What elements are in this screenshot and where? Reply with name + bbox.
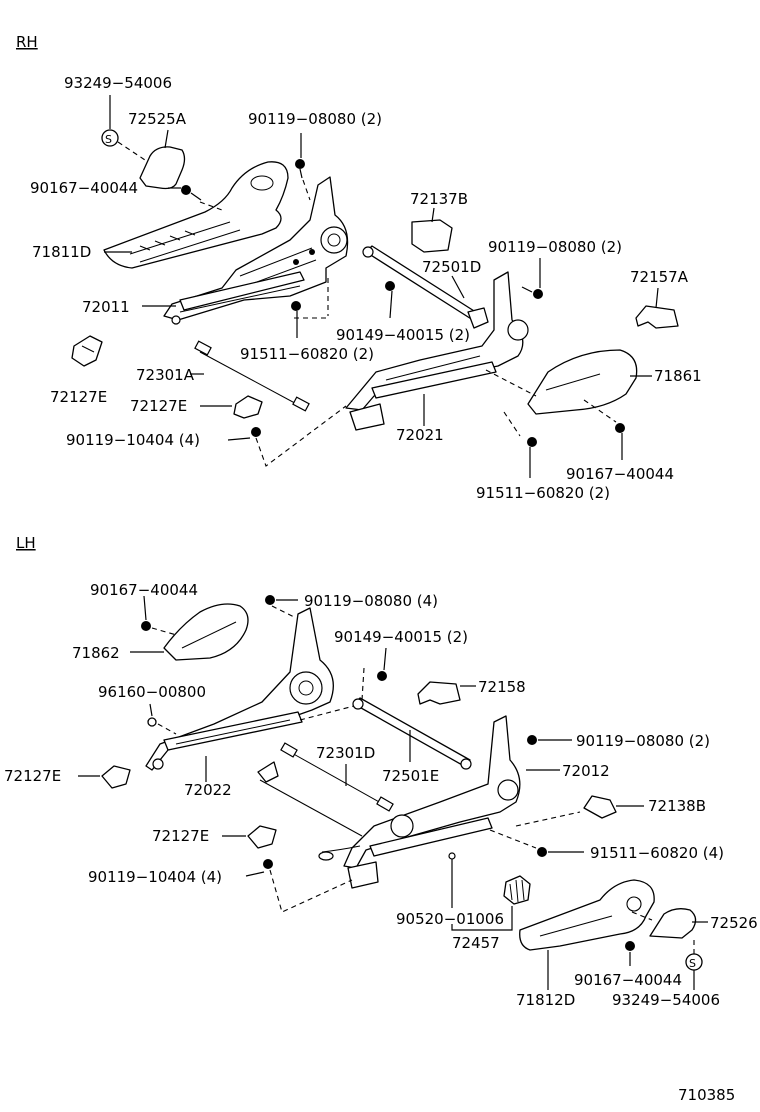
rh-section: S — [71, 95, 679, 478]
rh-label-72127e-b: 72127E — [130, 397, 187, 415]
rh-label-90119-08080-right: 90119−08080 (2) — [488, 238, 622, 256]
lh-knob-72457-icon — [503, 875, 531, 905]
rh-label-91511-60820-a: 91511−60820 (2) — [240, 345, 374, 363]
lh-part-labels: 90167−40044 90119−08080 (4) 90149−40015 … — [4, 581, 758, 1009]
lh-label-90167-40044-bottom: 90167−40044 — [574, 971, 682, 989]
rh-label-90167-40044-right: 90167−40044 — [566, 465, 674, 483]
rh-label-71861: 71861 — [654, 367, 702, 385]
lh-label-72301d: 72301D — [316, 744, 375, 762]
rh-release-cable-72301a — [194, 340, 310, 412]
lh-label-96160-00800: 96160−00800 — [98, 683, 206, 701]
lh-label-72012: 72012 — [562, 762, 610, 780]
lh-clip-96160-icon — [147, 717, 157, 727]
lh-clip-72127e-a — [101, 765, 131, 789]
lh-label-72501e: 72501E — [382, 767, 439, 785]
rh-bolt-90119-right-icon — [521, 286, 543, 299]
lh-seat-track-72022 — [145, 607, 334, 771]
rh-bolt-91511-a-icon — [291, 301, 301, 311]
lh-clip-72127e-b — [247, 825, 277, 849]
lh-label-72127e-b: 72127E — [152, 827, 209, 845]
lh-label-90119-10404: 90119−10404 (4) — [88, 868, 222, 886]
lh-bolt-90167-top-icon — [141, 621, 151, 631]
rh-washer-s-icon: S — [101, 129, 119, 147]
lh-bolt-91511-icon — [537, 847, 547, 857]
rh-bolt-90167-right-icon — [615, 423, 625, 433]
rh-knob-cover-72525a — [139, 146, 186, 190]
lh-label-90119-08080-4: 90119−08080 (4) — [304, 592, 438, 610]
lh-bolt-90119-right-icon — [527, 735, 537, 745]
lh-label-72158: 72158 — [478, 678, 526, 696]
rh-label-72301a: 72301A — [136, 366, 195, 384]
figure-number: 710385 — [678, 1086, 735, 1104]
rh-outer-cover-71811d — [103, 161, 289, 269]
lh-nut-90149-icon — [377, 671, 387, 681]
lh-bolt-90119-10404-icon — [263, 859, 273, 869]
lh-bracket-72138b — [583, 795, 617, 819]
lh-label-91511-60820-4: 91511−60820 (4) — [590, 844, 724, 862]
rh-label-90119-10404: 90119−10404 (4) — [66, 431, 200, 449]
lh-label-72526: 72526 — [710, 914, 758, 932]
lh-label-72457: 72457 — [452, 934, 500, 952]
rh-washer-mark: S — [105, 133, 112, 146]
section-label-lh: LH — [16, 534, 36, 552]
rh-bolt-91511-b-icon — [527, 437, 537, 447]
section-label-rh: RH — [16, 33, 38, 51]
lh-knob-cover-72526 — [649, 908, 697, 939]
lh-label-90119-08080-2: 90119−08080 (2) — [576, 732, 710, 750]
rh-label-91511-60820-b: 91511−60820 (2) — [476, 484, 610, 502]
lh-seat-track-72012 — [257, 715, 521, 889]
lh-cover-rail-71812d — [519, 879, 655, 951]
rh-label-93249-54006: 93249−54006 — [64, 74, 172, 92]
rh-outer-cover-71861 — [527, 349, 638, 415]
rh-seat-track-72021 — [345, 271, 529, 431]
rh-bracket-72157a — [635, 305, 679, 329]
rh-label-90167-40044-left: 90167−40044 — [30, 179, 138, 197]
lh-label-90149-40015: 90149−40015 (2) — [334, 628, 468, 646]
lh-label-71812d: 71812D — [516, 991, 575, 1009]
lh-label-71862: 71862 — [72, 644, 120, 662]
rh-nut-90149-icon — [385, 281, 395, 291]
lh-bolt-90119-top-icon — [265, 595, 275, 605]
rh-label-72137b: 72137B — [410, 190, 468, 208]
rh-clip-72127e-b — [233, 395, 263, 419]
rh-bolt-90119-top-icon — [295, 159, 305, 179]
lh-label-90167-40044-top: 90167−40044 — [90, 581, 198, 599]
rh-connecting-rod-72501d — [362, 245, 489, 329]
rh-stopper-72137b — [411, 219, 453, 253]
rh-seat-track-72011 — [163, 176, 349, 325]
rh-label-90149-40015: 90149−40015 (2) — [336, 326, 470, 344]
rh-clip-72127e-a — [71, 335, 103, 367]
lh-bolt-90167-bottom-icon — [625, 941, 635, 951]
lh-section: S — [78, 595, 708, 990]
rh-label-72127e-a: 72127E — [50, 388, 107, 406]
rh-label-90119-08080-top: 90119−08080 (2) — [248, 110, 382, 128]
lh-release-cable-72301d — [280, 742, 394, 812]
rh-label-72157a: 72157A — [630, 268, 689, 286]
lh-label-72127e-a: 72127E — [4, 767, 61, 785]
lh-label-72022: 72022 — [184, 781, 232, 799]
lh-label-72138b: 72138B — [648, 797, 706, 815]
lh-cover-71862 — [163, 603, 249, 661]
lh-bracket-72158 — [417, 681, 461, 705]
lh-washer-mark: S — [689, 957, 696, 970]
rh-label-71811d: 71811D — [32, 243, 91, 261]
lh-washer-s-icon: S — [685, 953, 703, 971]
rh-label-72501d: 72501D — [422, 258, 481, 276]
lh-label-93249-54006: 93249−54006 — [612, 991, 720, 1009]
rh-bolt-90119-10404-icon — [251, 427, 261, 437]
rh-part-labels: 93249−54006 72525A 90119−08080 (2) 90167… — [30, 74, 702, 502]
rh-label-72525a: 72525A — [128, 110, 187, 128]
lh-connecting-rod-72501e — [352, 697, 472, 770]
rh-label-72011: 72011 — [82, 298, 130, 316]
lh-label-90520-01006: 90520−01006 — [396, 910, 504, 928]
rh-label-72021: 72021 — [396, 426, 444, 444]
rh-bolt-90167-icon — [181, 185, 202, 201]
